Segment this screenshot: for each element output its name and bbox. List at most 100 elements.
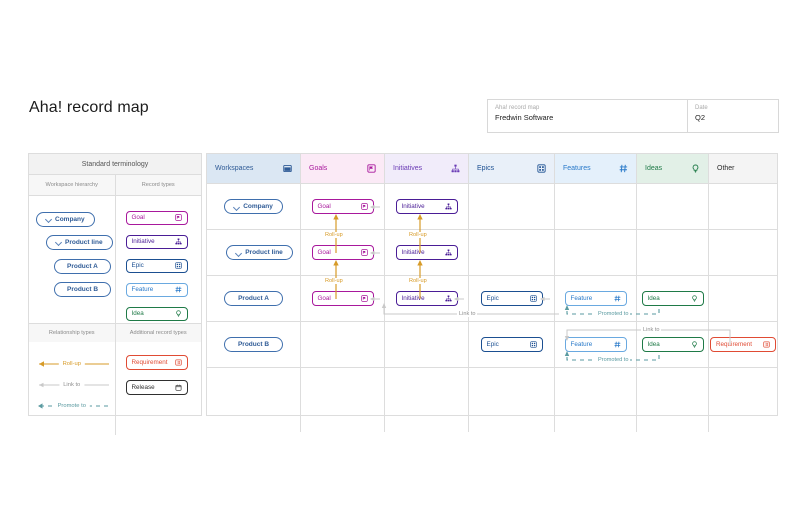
epic-grid-icon [529, 341, 537, 348]
record-epic[interactable]: Epic [480, 291, 543, 306]
legend-record-initiative[interactable]: Initiative [125, 234, 188, 249]
record-initiative[interactable]: Initiative [395, 245, 458, 260]
cell-other [709, 184, 777, 229]
column-header-label: Features [563, 165, 591, 172]
legend-relationship-rollup: Roll-up [29, 357, 115, 371]
chevron-down-icon [46, 216, 52, 222]
idea-bulb-icon [691, 295, 697, 302]
legend-workspace-company[interactable]: Company [36, 209, 95, 227]
record-label: Epic [486, 341, 499, 348]
record-label: Goal [317, 249, 331, 256]
cell-workspaces: Product A [207, 276, 301, 321]
cell-goals: Goal [301, 276, 385, 321]
legend-subheader-hierarchy: Workspace hierarchy [29, 175, 116, 195]
connector-label-rollup: Roll-up [323, 278, 345, 284]
epic-grid-icon [529, 295, 537, 302]
goal-flag-icon [367, 164, 376, 173]
workspace-pill-company[interactable]: Company [224, 199, 283, 214]
cell-features [555, 184, 637, 229]
workspace-pill-product-a[interactable]: Product A [224, 291, 283, 306]
column-header-epics[interactable]: Epics [469, 154, 555, 183]
cell-other [709, 276, 777, 321]
goal-flag-icon [360, 295, 368, 302]
legend-record-epic[interactable]: Epic [125, 258, 188, 273]
record-label: Initiative [401, 295, 425, 302]
workspace-label: Product A [238, 295, 269, 302]
column-header-label: Ideas [645, 165, 663, 172]
cell-workspaces: Product B [207, 322, 301, 367]
cell-workspaces [207, 368, 301, 432]
workspace-pill-product-b[interactable]: Product B [223, 337, 284, 352]
table-row [207, 368, 777, 432]
legend-heading: Standard terminology [29, 154, 201, 175]
epic-grid-icon [537, 164, 546, 173]
goal-flag-icon [174, 214, 182, 221]
legend-workspace-product-b[interactable]: Product B [54, 278, 112, 297]
connector-label-promoted: Promoted to [596, 311, 631, 317]
epic-grid-icon [174, 262, 182, 269]
legend-panel: Standard terminology Workspace hierarchy… [28, 153, 202, 435]
cell-workspaces: Company [207, 184, 301, 229]
legend-subheader-additional: Additional record types [115, 324, 201, 342]
legend-additional-records-column: Requirement Release [116, 342, 202, 435]
legend-record-label: Epic [131, 262, 144, 269]
record-epic[interactable]: Epic [480, 337, 543, 352]
legend-workspace-label: Product A [67, 263, 98, 270]
record-map-grid: Workspaces Goals Initiatives Epics Featu… [206, 153, 778, 432]
legend-record-label: Initiative [131, 238, 155, 245]
legend-record-release[interactable]: Release [125, 380, 188, 395]
legend-hierarchy-column: Company Product line Product A Product B [29, 196, 116, 323]
record-idea[interactable]: Idea [641, 337, 704, 352]
release-calendar-icon [175, 384, 181, 391]
cell-goals [301, 322, 385, 367]
column-header-goals[interactable]: Goals [301, 154, 385, 183]
column-header-initiatives[interactable]: Initiatives [385, 154, 469, 183]
connector-label-promoted: Promoted to [596, 357, 631, 363]
record-requirement[interactable]: Requirement [710, 337, 776, 352]
cell-other [709, 230, 777, 275]
title-block-date-cell: Date Q2 [688, 100, 778, 132]
cell-initiatives: Initiative [385, 184, 469, 229]
title-block-name-label: Aha! record map [495, 105, 540, 111]
grid-header-row: Workspaces Goals Initiatives Epics Featu… [207, 154, 777, 184]
chevron-down-icon [56, 239, 62, 245]
column-header-other[interactable]: Other [709, 154, 777, 183]
legend-record-requirement[interactable]: Requirement [125, 355, 188, 370]
initiative-hierarchy-icon [451, 164, 460, 173]
record-label: Requirement [716, 341, 753, 348]
column-header-label: Goals [309, 165, 328, 172]
cell-other: Requirement [709, 322, 777, 367]
record-goal[interactable]: Goal [311, 245, 374, 260]
requirement-list-icon [763, 341, 770, 348]
workspace-label: Product line [245, 249, 283, 256]
record-label: Feature [570, 341, 593, 348]
cell-ideas [637, 184, 709, 229]
legend-workspace-product-line[interactable]: Product line [46, 232, 113, 250]
record-idea[interactable]: Idea [641, 291, 704, 306]
feature-hash-icon [614, 295, 620, 302]
legend-record-types-column: Goal Initiative Epic Feature Idea [116, 196, 202, 323]
title-block-name-cell: Aha! record map Fredwin Software [488, 100, 688, 132]
legend-workspace-product-a[interactable]: Product A [54, 255, 111, 274]
cell-ideas: Idea [637, 276, 709, 321]
column-header-features[interactable]: Features [555, 154, 637, 183]
legend-relationships-column: Roll-up Link to Promote to [29, 342, 116, 435]
goal-flag-icon [360, 203, 368, 210]
legend-record-goal[interactable]: Goal [125, 210, 188, 225]
column-header-ideas[interactable]: Ideas [637, 154, 709, 183]
title-block-name-value: Fredwin Software [495, 113, 554, 122]
workspace-pill-product-line[interactable]: Product line [226, 245, 293, 260]
cell-features: Feature [555, 276, 637, 321]
goal-flag-icon [360, 249, 368, 256]
workspace-window-icon [283, 164, 292, 173]
legend-record-feature[interactable]: Feature [125, 282, 188, 297]
cell-epics: Epic [469, 322, 555, 367]
record-initiative[interactable]: Initiative [395, 291, 458, 306]
record-feature[interactable]: Feature [564, 337, 627, 352]
record-feature[interactable]: Feature [564, 291, 627, 306]
record-initiative[interactable]: Initiative [395, 199, 458, 214]
record-goal[interactable]: Goal [311, 291, 374, 306]
legend-record-idea[interactable]: Idea [125, 306, 188, 321]
column-header-workspaces[interactable]: Workspaces [207, 154, 301, 183]
record-goal[interactable]: Goal [311, 199, 374, 214]
